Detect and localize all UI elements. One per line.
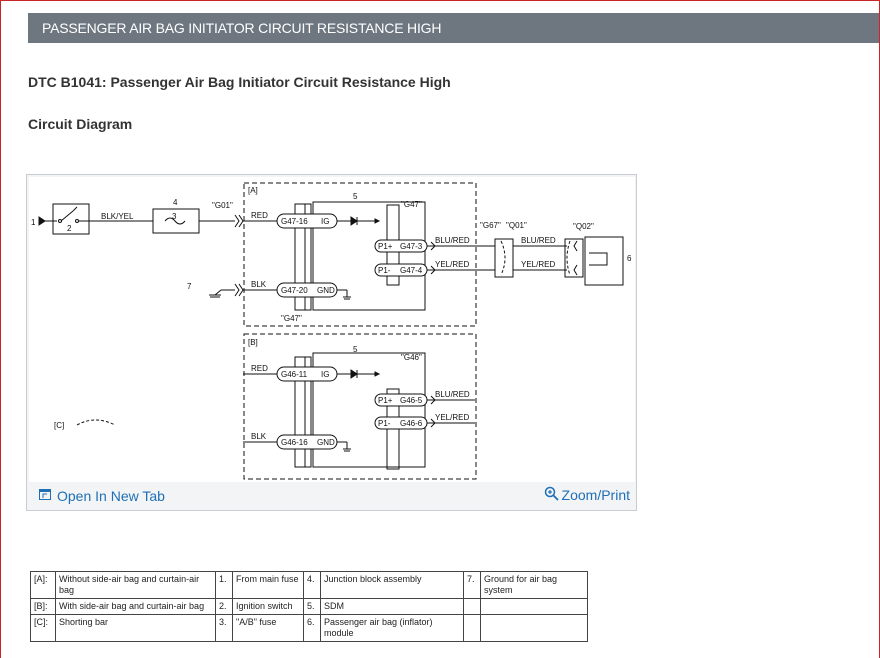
svg-text:P1-: P1- bbox=[378, 266, 391, 275]
svg-text:P1-: P1- bbox=[378, 419, 391, 428]
svg-text:1: 1 bbox=[31, 218, 36, 227]
legend-key: 6. bbox=[303, 614, 321, 642]
table-row: [C]: Shorting bar 3. "A/B" fuse 6. Passe… bbox=[30, 614, 588, 642]
legend-value: With side-air bag and curtain-air bag bbox=[55, 598, 216, 615]
svg-text:YEL/RED: YEL/RED bbox=[521, 260, 555, 269]
svg-text:G46-16: G46-16 bbox=[281, 438, 308, 447]
legend-key: [A]: bbox=[30, 571, 56, 599]
svg-text:G47-3: G47-3 bbox=[400, 242, 423, 251]
svg-text:G46-5: G46-5 bbox=[400, 396, 423, 405]
circuit-diagram: 1 2 3 4 BLK/YEL "G01" [A] RED 5 "G47" G4… bbox=[29, 177, 635, 482]
svg-text:7: 7 bbox=[187, 282, 192, 291]
svg-text:G47-4: G47-4 bbox=[400, 266, 423, 275]
legend-key: 3. bbox=[215, 614, 233, 642]
circuit-diagram-panel: 1 2 3 4 BLK/YEL "G01" [A] RED 5 "G47" G4… bbox=[26, 174, 637, 511]
legend-value: Ground for air bag system bbox=[480, 571, 588, 599]
svg-text:4: 4 bbox=[173, 198, 178, 207]
legend-key: 2. bbox=[215, 598, 233, 615]
table-row: [B]: With side-air bag and curtain-air b… bbox=[30, 598, 588, 615]
legend-value bbox=[480, 614, 588, 642]
legend-value: SDM bbox=[320, 598, 464, 615]
legend-value bbox=[480, 598, 588, 615]
svg-text:G47-20: G47-20 bbox=[281, 286, 308, 295]
legend-key: [C]: bbox=[30, 614, 56, 642]
svg-text:YEL/RED: YEL/RED bbox=[435, 413, 469, 422]
table-row: [A]: Without side-air bag and curtain-ai… bbox=[30, 571, 588, 599]
svg-text:[A]: [A] bbox=[248, 186, 258, 195]
legend-value: "A/B" fuse bbox=[232, 614, 304, 642]
svg-text:"Q02": "Q02" bbox=[573, 222, 594, 231]
open-in-new-tab-link[interactable]: Open In New Tab bbox=[39, 488, 165, 504]
legend-key: 7. bbox=[463, 571, 481, 599]
legend-key: 5. bbox=[303, 598, 321, 615]
svg-text:"G47": "G47" bbox=[401, 200, 422, 209]
svg-text:[B]: [B] bbox=[248, 338, 258, 347]
svg-text:BLK: BLK bbox=[251, 280, 267, 289]
svg-text:RED: RED bbox=[251, 364, 268, 373]
svg-text:BLU/RED: BLU/RED bbox=[435, 390, 470, 399]
svg-text:RED: RED bbox=[251, 211, 268, 220]
svg-text:IG: IG bbox=[321, 217, 329, 226]
open-in-new-tab-label: Open In New Tab bbox=[57, 488, 165, 504]
svg-text:BLU/RED: BLU/RED bbox=[521, 236, 556, 245]
legend-value: Junction block assembly bbox=[320, 571, 464, 599]
svg-text:YEL/RED: YEL/RED bbox=[435, 260, 469, 269]
page-title-bar: PASSENGER AIR BAG INITIATOR CIRCUIT RESI… bbox=[28, 13, 879, 43]
svg-text:G46-6: G46-6 bbox=[400, 419, 423, 428]
circuit-diagram-heading: Circuit Diagram bbox=[28, 116, 133, 132]
legend-key: 1. bbox=[215, 571, 233, 599]
legend-value: Shorting bar bbox=[55, 614, 216, 642]
legend-value: From main fuse bbox=[232, 571, 304, 599]
diagram-toolbar: Open In New Tab Zoom/Print bbox=[27, 482, 636, 510]
svg-text:BLK: BLK bbox=[251, 432, 267, 441]
svg-text:G47-16: G47-16 bbox=[281, 217, 308, 226]
zoom-print-link[interactable]: Zoom/Print bbox=[544, 486, 630, 504]
svg-text:IG: IG bbox=[321, 370, 329, 379]
svg-text:5: 5 bbox=[353, 192, 358, 201]
legend-value: Ignition switch bbox=[232, 598, 304, 615]
svg-text:2: 2 bbox=[67, 224, 72, 233]
svg-text:P1+: P1+ bbox=[378, 396, 393, 405]
svg-text:P1+: P1+ bbox=[378, 242, 393, 251]
legend-key bbox=[463, 614, 481, 642]
svg-text:"G67": "G67" bbox=[480, 221, 501, 230]
open-new-tab-icon bbox=[39, 488, 51, 504]
diagram-labels: 1 2 3 4 BLK/YEL "G01" [A] RED 5 "G47" G4… bbox=[31, 186, 632, 447]
svg-text:"Q01": "Q01" bbox=[506, 221, 527, 230]
svg-text:GND: GND bbox=[317, 438, 335, 447]
svg-text:BLK/YEL: BLK/YEL bbox=[101, 212, 134, 221]
legend-value: Without side-air bag and curtain-air bag bbox=[55, 571, 216, 599]
svg-text:G46-11: G46-11 bbox=[281, 370, 308, 379]
svg-text:BLU/RED: BLU/RED bbox=[435, 236, 470, 245]
legend-table: [A]: Without side-air bag and curtain-ai… bbox=[30, 571, 588, 642]
svg-text:"G01": "G01" bbox=[212, 201, 233, 210]
svg-text:6: 6 bbox=[627, 254, 632, 263]
dtc-heading: DTC B1041: Passenger Air Bag Initiator C… bbox=[28, 74, 451, 90]
svg-text:[C]: [C] bbox=[54, 421, 64, 430]
svg-text:5: 5 bbox=[353, 345, 358, 354]
legend-value: Passenger air bag (inflator) module bbox=[320, 614, 464, 642]
svg-text:"G47": "G47" bbox=[281, 314, 302, 323]
legend-key: [B]: bbox=[30, 598, 56, 615]
svg-text:"G46": "G46" bbox=[401, 353, 422, 362]
legend-key: 4. bbox=[303, 571, 321, 599]
zoom-print-label: Zoom/Print bbox=[561, 487, 630, 503]
svg-text:GND: GND bbox=[317, 286, 335, 295]
zoom-icon bbox=[544, 486, 559, 504]
svg-text:3: 3 bbox=[172, 212, 177, 221]
legend-key bbox=[463, 598, 481, 615]
